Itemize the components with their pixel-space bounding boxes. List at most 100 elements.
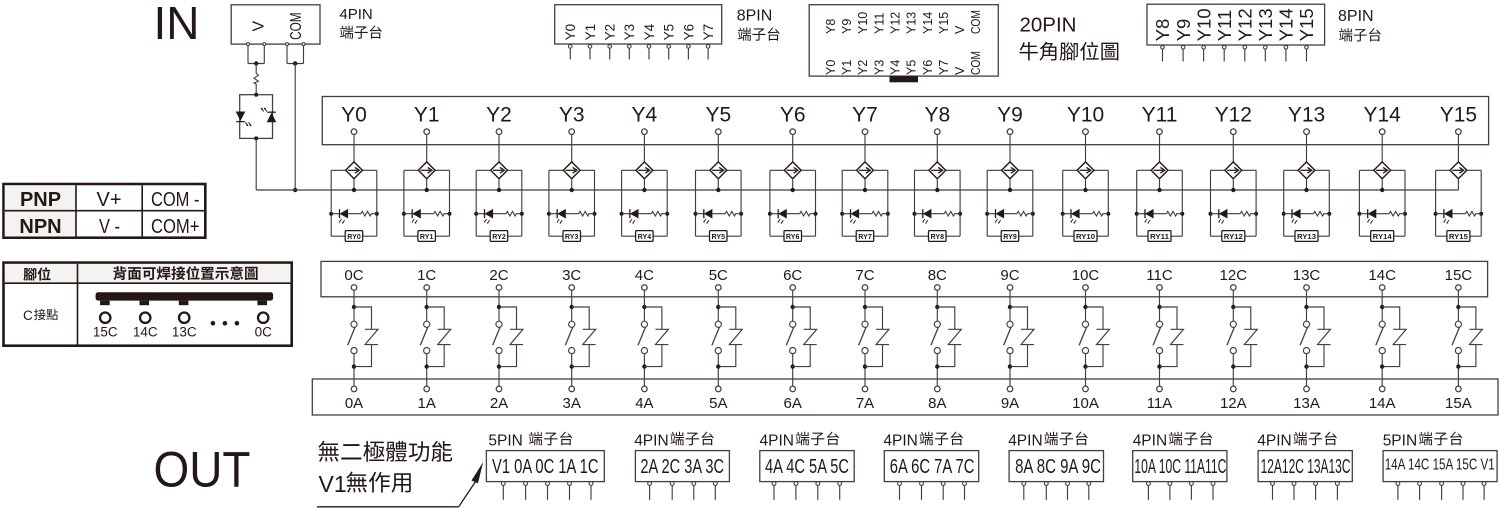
svg-text:Y4: Y4 <box>642 23 657 40</box>
svg-text:11A: 11A <box>1147 395 1173 412</box>
svg-text:RY1: RY1 <box>420 234 434 241</box>
svg-text:Y11: Y11 <box>1142 104 1178 127</box>
svg-text:IN: IN <box>154 0 200 49</box>
svg-text:10C: 10C <box>1072 267 1100 284</box>
svg-text:4C: 4C <box>635 267 654 284</box>
svg-text:Y2: Y2 <box>603 24 618 41</box>
svg-text:8A 8C 9A 9C: 8A 8C 9A 9C <box>1015 456 1101 478</box>
svg-text:RY7: RY7 <box>858 234 872 241</box>
svg-text:Y5: Y5 <box>705 104 731 127</box>
svg-text:RY10: RY10 <box>1076 234 1095 241</box>
svg-text:Y9: Y9 <box>840 19 854 34</box>
svg-text:Y6: Y6 <box>681 24 696 41</box>
svg-text:COM+: COM+ <box>151 216 200 238</box>
svg-text:4A: 4A <box>635 395 653 412</box>
svg-text:6A: 6A <box>784 395 802 412</box>
svg-text:Y3: Y3 <box>559 104 585 127</box>
svg-text:20PIN: 20PIN <box>1020 14 1077 37</box>
svg-text:13C: 13C <box>1293 267 1321 284</box>
svg-text:Y14: Y14 <box>1276 8 1297 41</box>
svg-text:Y4: Y4 <box>632 104 658 127</box>
svg-text:Y10: Y10 <box>1067 104 1104 127</box>
svg-text:4PIN: 4PIN <box>1133 433 1167 450</box>
svg-text:6A 6C 7A 7C: 6A 6C 7A 7C <box>890 456 975 478</box>
svg-text:9A: 9A <box>1001 395 1019 412</box>
svg-text:Y8: Y8 <box>924 104 950 127</box>
svg-text:V: V <box>953 66 967 75</box>
svg-text:9C: 9C <box>1000 267 1019 284</box>
svg-text:12A: 12A <box>1220 395 1247 412</box>
svg-text:Y2: Y2 <box>486 104 512 127</box>
svg-text:V: V <box>953 25 967 34</box>
svg-text:4PIN: 4PIN <box>339 6 372 23</box>
svg-text:Y0: Y0 <box>341 104 367 127</box>
svg-text:Y1: Y1 <box>414 104 440 127</box>
svg-text:Y15: Y15 <box>1296 8 1317 41</box>
svg-text:RY3: RY3 <box>565 234 579 241</box>
svg-text:2C: 2C <box>489 267 508 284</box>
svg-text:14A 14C 15A 15C V1: 14A 14C 15A 15C V1 <box>1385 457 1495 474</box>
svg-text:14A: 14A <box>1369 395 1396 412</box>
svg-text:15A: 15A <box>1445 395 1472 412</box>
svg-text:Y11: Y11 <box>1214 10 1235 42</box>
svg-text:4A 4C 5A 5C: 4A 4C 5A 5C <box>765 456 849 478</box>
svg-text:Y1: Y1 <box>583 24 598 41</box>
svg-text:RY0: RY0 <box>347 234 361 241</box>
svg-text:Y7: Y7 <box>852 104 878 127</box>
svg-text:4PIN: 4PIN <box>760 433 794 450</box>
svg-text:Y5: Y5 <box>662 24 677 41</box>
svg-text:C: C <box>23 308 33 323</box>
svg-text:8PIN: 8PIN <box>1338 8 1374 25</box>
svg-text:Y15: Y15 <box>937 12 951 34</box>
svg-text:Y11: Y11 <box>872 13 886 34</box>
svg-text:10A: 10A <box>1072 395 1099 412</box>
svg-text:11C: 11C <box>1146 267 1173 284</box>
svg-text:15C: 15C <box>93 325 118 340</box>
svg-text:PNP: PNP <box>20 189 61 211</box>
svg-text:RY5: RY5 <box>712 234 726 241</box>
svg-text:13A: 13A <box>1293 395 1320 412</box>
svg-text:Y12: Y12 <box>1215 104 1252 127</box>
svg-text:V1: V1 <box>319 471 347 497</box>
svg-text:1C: 1C <box>417 267 436 284</box>
svg-text:Y14: Y14 <box>921 12 935 34</box>
svg-text:Y9: Y9 <box>1173 19 1194 42</box>
svg-text:2A: 2A <box>490 395 508 412</box>
svg-text:RY15: RY15 <box>1449 234 1468 241</box>
svg-text:0C: 0C <box>255 325 273 340</box>
svg-text:V -: V - <box>99 216 120 238</box>
svg-text:0C: 0C <box>344 267 363 284</box>
svg-text:14C: 14C <box>1368 267 1396 284</box>
svg-text:5C: 5C <box>709 267 728 284</box>
svg-text:Y10: Y10 <box>856 12 870 34</box>
svg-text:3A: 3A <box>563 395 581 412</box>
svg-text:8PIN: 8PIN <box>737 7 773 24</box>
svg-text:Y10: Y10 <box>1193 8 1214 41</box>
svg-text:4PIN: 4PIN <box>1008 433 1042 450</box>
svg-text:Y3: Y3 <box>872 60 886 75</box>
svg-text:Y3: Y3 <box>622 24 637 41</box>
svg-text:RY6: RY6 <box>786 234 800 241</box>
svg-text:0A: 0A <box>345 395 363 412</box>
svg-text:Y1: Y1 <box>840 60 854 75</box>
svg-text:3C: 3C <box>562 267 581 284</box>
svg-text:COM: COM <box>969 51 983 75</box>
svg-text:7A: 7A <box>856 395 874 412</box>
svg-text:12A12C 13A13C: 12A12C 13A13C <box>1261 456 1351 478</box>
svg-text:Y7: Y7 <box>937 60 951 75</box>
svg-text:4PIN: 4PIN <box>1257 433 1291 450</box>
svg-text:Y14: Y14 <box>1364 104 1402 127</box>
svg-text:Y7: Y7 <box>701 24 716 41</box>
svg-text:Y8: Y8 <box>1152 19 1173 42</box>
svg-text:Y6: Y6 <box>780 104 806 127</box>
svg-text:7C: 7C <box>855 267 874 284</box>
svg-text:Y6: Y6 <box>921 60 935 75</box>
svg-text:5PIN: 5PIN <box>488 433 522 450</box>
svg-text:2A 2C 3A 3C: 2A 2C 3A 3C <box>640 456 724 478</box>
svg-text:Y0: Y0 <box>824 60 838 75</box>
svg-text:RY13: RY13 <box>1297 234 1316 241</box>
svg-text:RY8: RY8 <box>931 234 945 241</box>
svg-text:4PIN: 4PIN <box>883 433 917 450</box>
svg-text:13C: 13C <box>172 325 197 340</box>
svg-text:5PIN: 5PIN <box>1383 433 1417 450</box>
